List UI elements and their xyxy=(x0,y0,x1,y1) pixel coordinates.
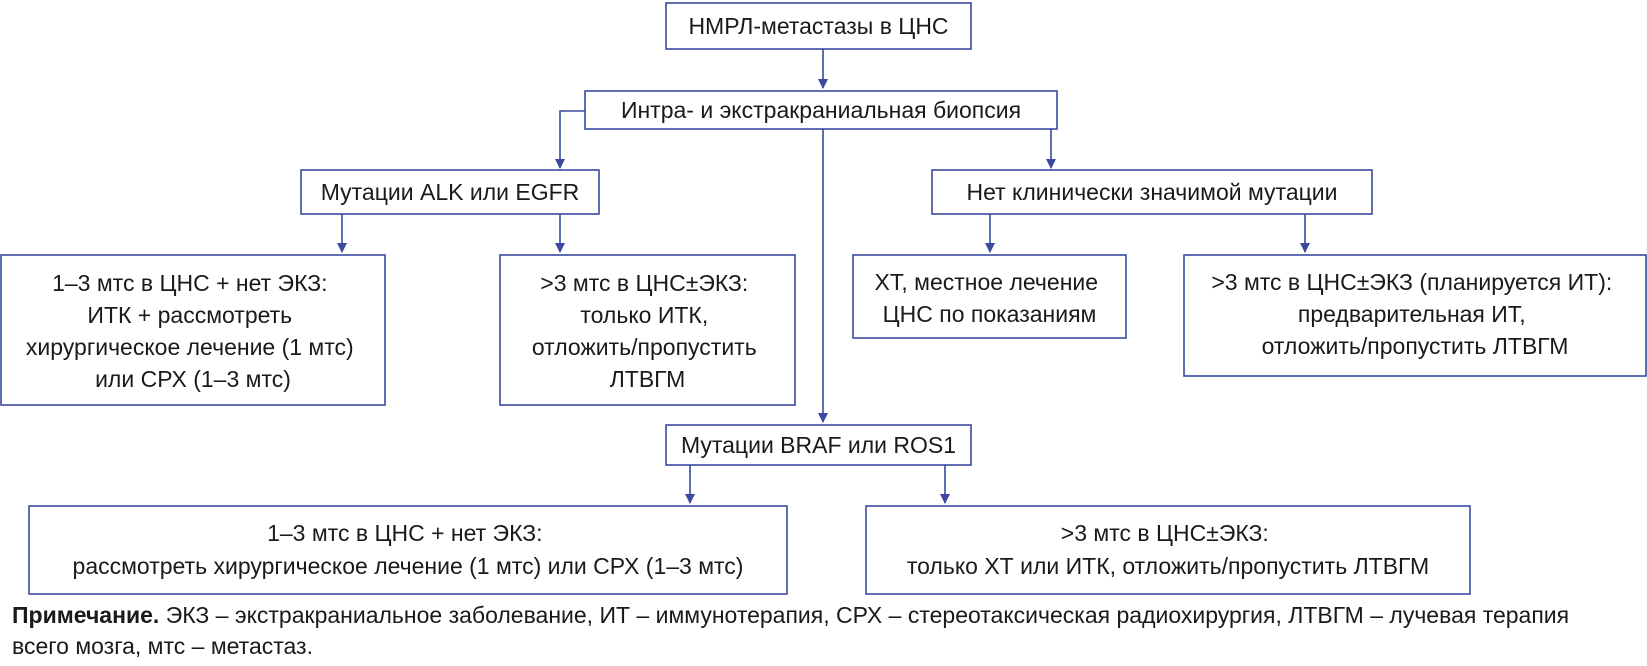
svg-text:НМРЛ-метастазы в ЦНС: НМРЛ-метастазы в ЦНС xyxy=(688,13,948,39)
svg-text:Нет клинически значимой мутаци: Нет клинически значимой мутации xyxy=(967,179,1338,205)
svg-text:>3 мтс в ЦНС±ЭКЗ (планируется: >3 мтс в ЦНС±ЭКЗ (планируется ИТ): предв… xyxy=(1211,269,1618,359)
node-braf-many-line-1: >3 мтс в ЦНС±ЭКЗ: xyxy=(1061,520,1269,546)
node-braf-ros1-line: Мутации BRAF или ROS1 xyxy=(681,432,956,458)
node-nomut-local: ХТ, местное лечение ЦНС по показаниям xyxy=(852,254,1127,339)
node-alk-few-line-4: или СРХ (1–3 мтс) xyxy=(95,366,291,392)
footnote-text: ЭКЗ – экстракраниальное заболевание, ИТ … xyxy=(12,602,1570,659)
node-braf-few-line-2: рассмотреть хирургическое лечение (1 мтс… xyxy=(73,553,744,579)
node-nomut-local-line-2: ЦНС по показаниям xyxy=(883,301,1097,327)
node-nomut-many-line-2: предварительная ИТ, xyxy=(1298,301,1526,327)
node-alk-few-line-1: 1–3 мтс в ЦНС + нет ЭКЗ: xyxy=(52,270,327,296)
node-alk-egfr-line: Мутации ALK или EGFR xyxy=(321,179,580,205)
arrow-biopsy-to-alk-egfr xyxy=(555,110,585,169)
node-alk-many-line-1: >3 мтс в ЦНС±ЭКЗ: xyxy=(540,270,748,296)
node-alk-egfr: Мутации ALK или EGFR xyxy=(300,169,600,215)
node-braf-many-mets: >3 мтс в ЦНС±ЭКЗ: только ХТ или ИТК, отл… xyxy=(865,505,1471,595)
node-alk-few-line-2: ИТК + рассмотреть xyxy=(87,302,292,328)
node-alk-many-mets: >3 мтс в ЦНС±ЭКЗ: только ИТК, отложить/п… xyxy=(499,254,796,406)
svg-text:Мутации BRAF или ROS1: Мутации BRAF или ROS1 xyxy=(681,432,956,458)
node-nomut-many-line-3: отложить/пропустить ЛТВГМ xyxy=(1262,333,1569,359)
node-alk-few-line-3: хирургическое лечение (1 мтс) xyxy=(26,334,354,360)
flowchart: НМРЛ-метастазы в ЦНС Интра- и экстракран… xyxy=(0,2,1647,595)
svg-text:>3 мтс в ЦНС±ЭКЗ: только: >3 мтс в ЦНС±ЭКЗ: только ИТК, отложить/п… xyxy=(532,270,763,392)
svg-text:1–3 мтс в ЦНС + нет ЭКЗ:: 1–3 мтс в ЦНС + нет ЭКЗ: рассмотреть хир… xyxy=(73,520,744,579)
node-nomut-many-mets: >3 мтс в ЦНС±ЭКЗ (планируется ИТ): предв… xyxy=(1183,254,1647,377)
node-root: НМРЛ-метастазы в ЦНС xyxy=(665,2,972,50)
svg-text:>3 мтс в ЦНС±ЭКЗ: только: >3 мтс в ЦНС±ЭКЗ: только ХТ или ИТК, отл… xyxy=(907,520,1429,579)
node-nomut-local-line-1: ХТ, местное лечение xyxy=(875,269,1099,295)
node-braf-few-line-1: 1–3 мтс в ЦНС + нет ЭКЗ: xyxy=(267,520,542,546)
footnote: Примечание. ЭКЗ – экстракраниальное забо… xyxy=(12,600,1632,662)
node-biopsy-line: Интра- и экстракраниальная биопсия xyxy=(621,97,1021,123)
svg-text:Мутации ALK или EGFR: Мутации ALK или EGFR xyxy=(321,179,580,205)
node-braf-few-mets: 1–3 мтс в ЦНС + нет ЭКЗ: рассмотреть хир… xyxy=(28,505,788,595)
svg-text:1–3 мтс в ЦНС + нет ЭКЗ:: 1–3 мтс в ЦНС + нет ЭКЗ: ИТК + рассмотре… xyxy=(26,270,360,392)
node-biopsy: Интра- и экстракраниальная биопсия xyxy=(584,90,1058,130)
svg-text:ХТ, местное лечение ЦНС: ХТ, местное лечение ЦНС по показаниям xyxy=(875,269,1105,327)
node-braf-ros1: Мутации BRAF или ROS1 xyxy=(665,424,972,466)
node-alk-many-line-4: ЛТВГМ xyxy=(610,366,686,392)
node-root-line: НМРЛ-метастазы в ЦНС xyxy=(688,13,948,39)
svg-text:Интра- и экстракраниальная био: Интра- и экстракраниальная биопсия xyxy=(621,97,1021,123)
node-alk-few-mets: 1–3 мтс в ЦНС + нет ЭКЗ: ИТК + рассмотре… xyxy=(0,254,386,406)
node-alk-many-line-2: только ИТК, xyxy=(580,302,708,328)
node-no-mutation-line: Нет клинически значимой мутации xyxy=(967,179,1338,205)
node-alk-many-line-3: отложить/пропустить xyxy=(532,334,757,360)
node-nomut-many-line-1: >3 мтс в ЦНС±ЭКЗ (планируется ИТ): xyxy=(1211,269,1612,295)
footnote-label: Примечание. xyxy=(12,602,160,628)
node-no-mutation: Нет клинически значимой мутации xyxy=(931,169,1373,215)
node-braf-many-line-2: только ХТ или ИТК, отложить/пропустить Л… xyxy=(907,553,1429,579)
